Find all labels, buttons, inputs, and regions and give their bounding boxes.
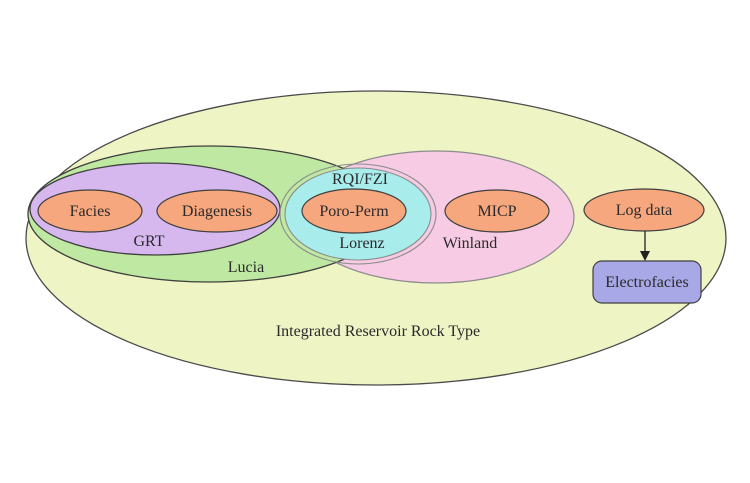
poro-perm-label: Poro-Perm	[319, 203, 389, 220]
grt-label: GRT	[133, 233, 164, 250]
poro-perm-node	[301, 188, 407, 234]
log-data-node	[583, 188, 705, 232]
diagram-title: Integrated Reservoir Rock Type	[276, 323, 480, 340]
facies-label: Facies	[70, 203, 111, 220]
facies-node	[37, 189, 143, 233]
micp-node	[444, 189, 550, 233]
rqi-fzi-label: RQI/FZI	[332, 171, 388, 188]
electrofacies-node	[592, 260, 702, 304]
log-to-electrofacies-arrow-head	[640, 251, 650, 261]
winland-label: Winland	[443, 235, 497, 252]
diagenesis-label: Diagenesis	[182, 203, 252, 220]
log-data-label: Log data	[616, 202, 672, 219]
diagenesis-node	[156, 189, 278, 233]
micp-label: MICP	[477, 203, 516, 220]
electrofacies-label: Electrofacies	[605, 274, 689, 291]
lorenz-label: Lorenz	[339, 235, 384, 252]
lucia-label: Lucia	[228, 259, 264, 276]
rqi-fzi-region-outline	[279, 163, 437, 265]
